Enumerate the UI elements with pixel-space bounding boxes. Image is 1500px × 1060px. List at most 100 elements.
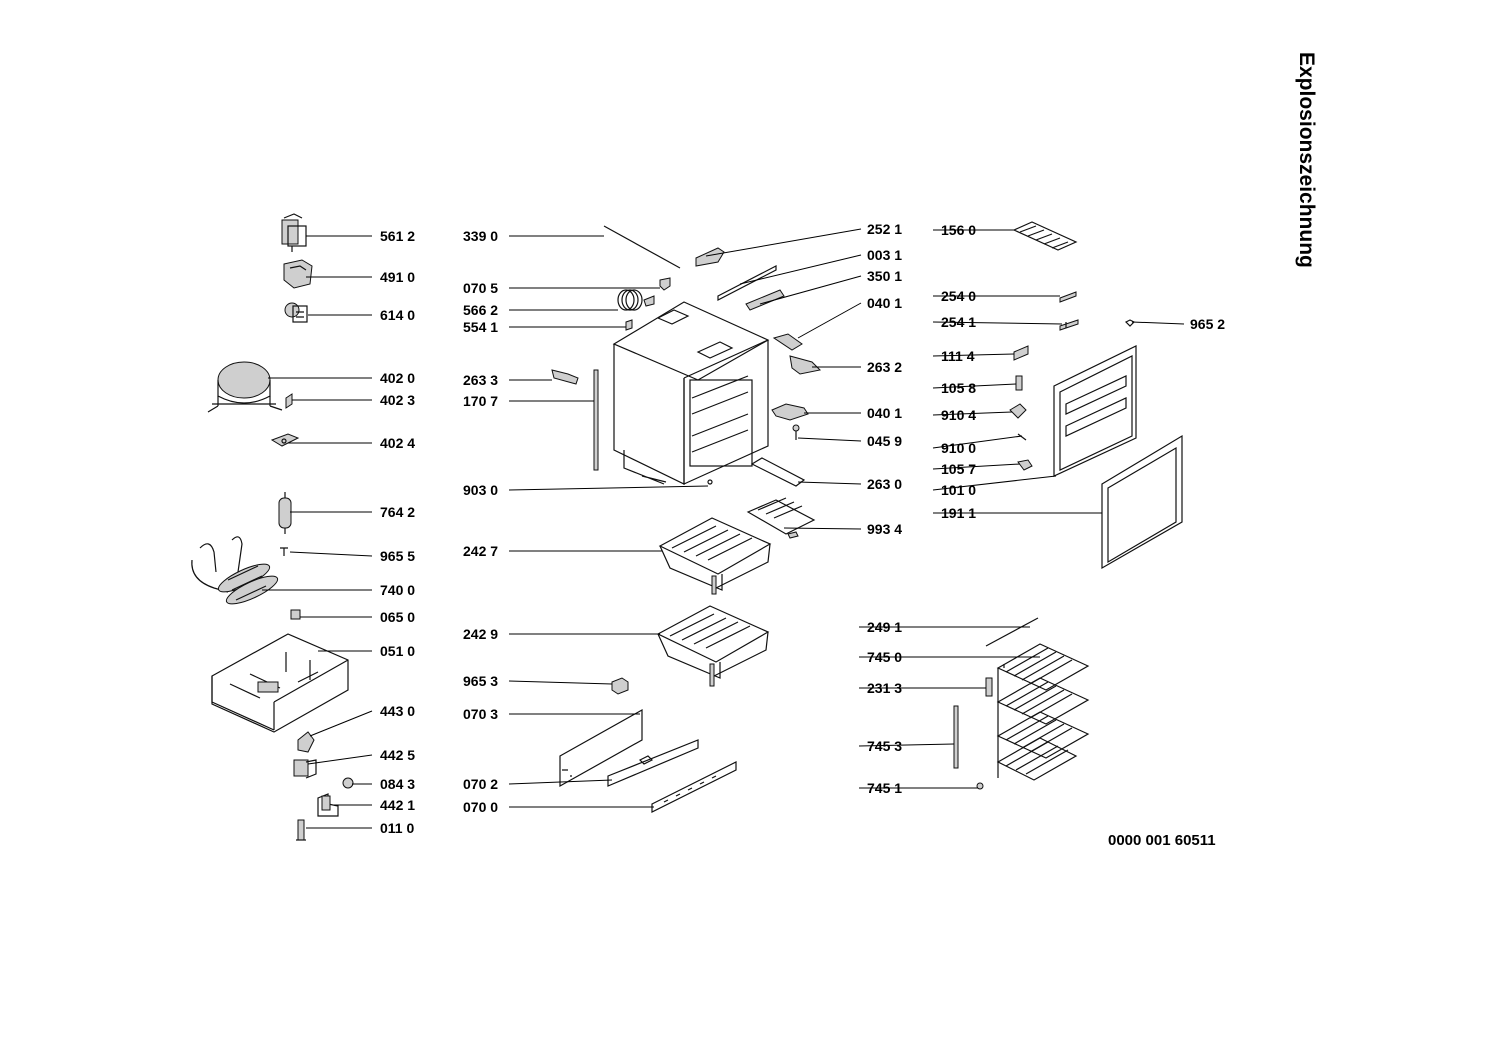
part-drawing-light-strip xyxy=(717,265,777,301)
part-drawing-small-block xyxy=(290,609,301,620)
part-drawing-switch xyxy=(625,319,633,331)
part-drawing-dryer xyxy=(278,492,292,534)
part-number-label: 101 0 xyxy=(941,482,976,498)
part-drawing-front-panel xyxy=(559,708,643,788)
part-number-label: 040 1 xyxy=(867,295,902,311)
part-drawing-cabinet xyxy=(612,301,770,485)
part-number-label: 263 3 xyxy=(463,372,498,388)
part-number-label: 442 5 xyxy=(380,747,415,763)
part-drawing-clip-b xyxy=(985,677,993,697)
part-drawing-foot xyxy=(296,819,306,841)
leader-line xyxy=(739,254,862,285)
part-drawing-thermostat xyxy=(281,213,307,252)
leader-line xyxy=(932,411,1013,416)
leader-line xyxy=(307,754,373,765)
leader-line xyxy=(309,710,373,737)
part-drawing-drip-grid xyxy=(746,497,816,539)
part-drawing-cross-bar xyxy=(750,457,806,487)
part-drawing-motor xyxy=(293,759,317,779)
part-drawing-latch xyxy=(1009,403,1027,419)
part-drawing-seal-strip xyxy=(593,369,599,471)
part-number-label: 084 3 xyxy=(380,776,415,792)
part-drawing-lamp-cover xyxy=(695,247,725,267)
part-number-label: 003 1 xyxy=(867,247,902,263)
leader-line xyxy=(932,435,1023,449)
part-drawing-panel-rail xyxy=(607,739,699,787)
part-drawing-bar-b xyxy=(1059,319,1079,331)
leader-line xyxy=(797,481,862,485)
leader-line xyxy=(932,321,1063,325)
part-number-label: 045 9 xyxy=(867,433,902,449)
leader-line xyxy=(932,383,1017,389)
part-drawing-end-cap xyxy=(976,782,984,790)
part-number-label: 170 7 xyxy=(463,393,498,409)
leader-line xyxy=(797,302,862,339)
leader-line xyxy=(783,527,862,530)
part-number-label: 111 4 xyxy=(941,348,975,364)
leader-line xyxy=(508,779,613,785)
part-drawing-condenser xyxy=(191,536,279,605)
part-number-label: 442 1 xyxy=(380,797,415,813)
part-number-label: 993 4 xyxy=(867,521,902,537)
part-number-label: 252 1 xyxy=(867,221,902,237)
part-number-label: 263 0 xyxy=(867,476,902,492)
part-number-label: 965 2 xyxy=(1190,316,1225,332)
leader-line xyxy=(508,485,709,491)
part-drawing-freezer-door xyxy=(1053,345,1137,477)
part-number-label: 402 0 xyxy=(380,370,415,386)
part-drawing-drawer-upper xyxy=(658,517,772,595)
part-drawing-hinge-lower xyxy=(771,403,809,421)
leader-line xyxy=(858,743,955,747)
part-drawing-hinge-top xyxy=(772,333,803,351)
part-number-label: 965 3 xyxy=(463,673,498,689)
part-number-label: 065 0 xyxy=(380,609,415,625)
part-drawing-relay xyxy=(284,302,308,323)
part-drawing-cover-cap xyxy=(283,259,313,289)
part-number-label: 745 3 xyxy=(867,738,902,754)
part-number-label: 070 2 xyxy=(463,776,498,792)
part-number-label: 566 2 xyxy=(463,302,498,318)
part-number-label: 070 5 xyxy=(463,280,498,296)
part-drawing-mount xyxy=(270,433,300,447)
part-drawing-base-tray xyxy=(211,633,349,733)
part-drawing-control-panel xyxy=(745,289,785,311)
part-number-label: 561 2 xyxy=(380,228,415,244)
part-number-label: 443 0 xyxy=(380,703,415,719)
part-number-label: 263 2 xyxy=(867,359,902,375)
document-number: 0000 001 60511 xyxy=(1108,832,1216,849)
leader-line xyxy=(1131,321,1185,325)
part-drawing-rivet xyxy=(1124,319,1136,327)
part-number-label: 242 7 xyxy=(463,543,498,559)
part-drawing-bracket xyxy=(317,793,339,817)
part-drawing-rod xyxy=(603,225,681,269)
part-number-label: 910 0 xyxy=(941,440,976,456)
part-number-label: 040 1 xyxy=(867,405,902,421)
leader-line xyxy=(508,680,613,685)
part-number-label: 070 0 xyxy=(463,799,498,815)
part-number-label: 105 7 xyxy=(941,461,976,477)
part-number-label: 903 0 xyxy=(463,482,498,498)
part-drawing-bottom-rail xyxy=(651,761,737,813)
part-drawing-screw-small xyxy=(707,479,713,485)
part-number-label: 740 0 xyxy=(380,582,415,598)
leader-line xyxy=(797,437,862,442)
part-drawing-handle-a xyxy=(1013,345,1029,361)
part-number-label: 051 0 xyxy=(380,643,415,659)
part-drawing-shelf-rod xyxy=(985,617,1039,647)
part-drawing-hinge-right xyxy=(789,355,822,375)
part-number-label: 011 0 xyxy=(380,820,414,836)
part-number-label: 070 3 xyxy=(463,706,498,722)
part-number-label: 242 9 xyxy=(463,626,498,642)
part-drawing-clip xyxy=(285,393,293,409)
leader-line xyxy=(932,353,1015,357)
part-number-label: 491 0 xyxy=(380,269,415,285)
part-drawing-stop xyxy=(611,677,629,695)
part-drawing-pin xyxy=(792,424,800,440)
part-number-label: 105 8 xyxy=(941,380,976,396)
part-drawing-drawer-lower xyxy=(656,605,770,687)
leader-line xyxy=(759,275,862,305)
part-drawing-fan-housing xyxy=(297,731,315,753)
